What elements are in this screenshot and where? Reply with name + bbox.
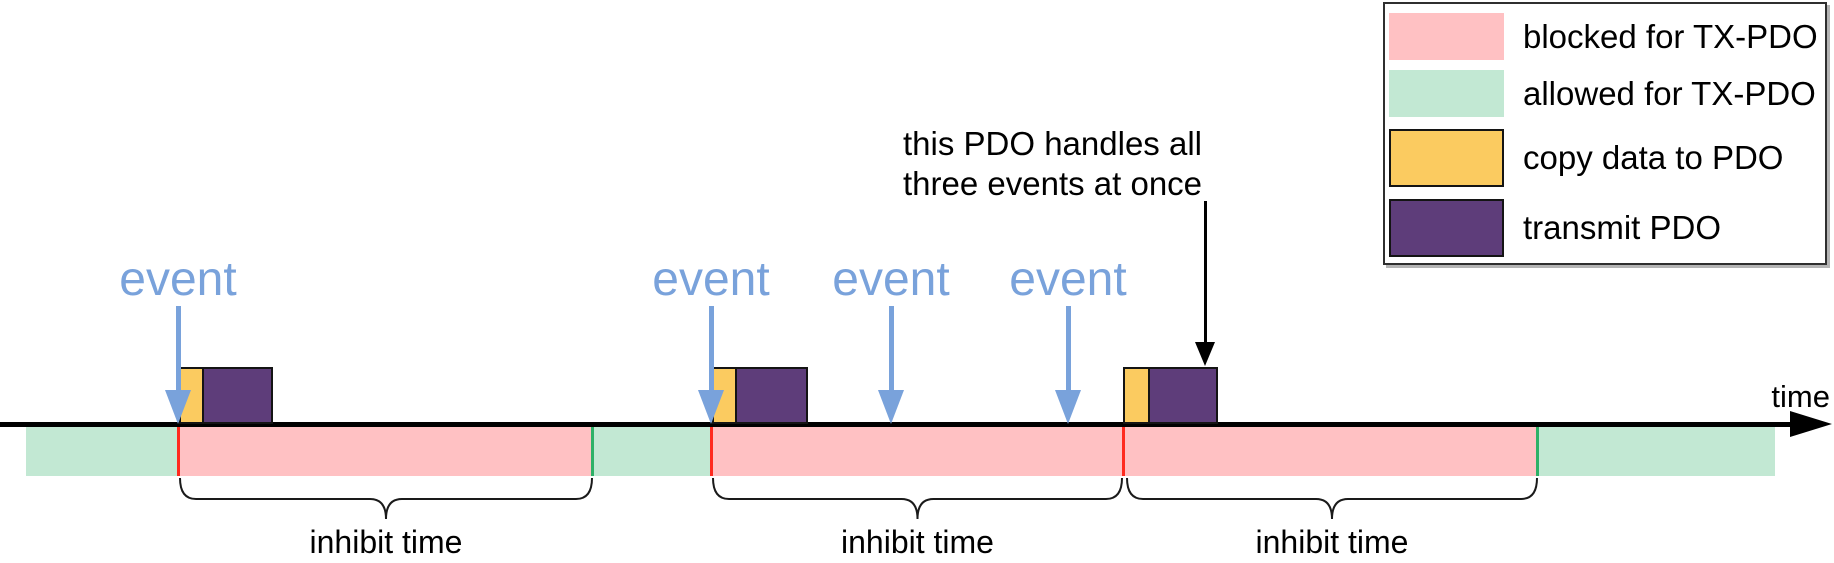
- annotation-arrow-shaft: [1204, 201, 1207, 343]
- allowed-boundary-marker: [1536, 427, 1539, 476]
- legend-swatch-transmit: [1389, 199, 1504, 257]
- band-segment-allowed: [26, 427, 178, 476]
- timeline-arrowhead-icon: [1790, 411, 1832, 437]
- band-segment-allowed: [1537, 427, 1775, 476]
- event-arrow-shaft: [1066, 306, 1071, 392]
- inhibit-time-label: inhibit time: [309, 524, 463, 560]
- time-axis-label: time: [1771, 379, 1830, 414]
- legend-swatch-copy: [1389, 129, 1504, 187]
- legend-label-allowed: allowed for TX-PDO: [1523, 74, 1816, 112]
- legend-label-blocked: blocked for TX-PDO: [1523, 17, 1818, 55]
- legend-swatch-blocked: [1389, 13, 1504, 60]
- inhibit-time-label: inhibit time: [841, 524, 994, 560]
- timeline-axis: [0, 422, 1791, 427]
- event-arrow-head-icon: [165, 390, 191, 424]
- event-label: event: [832, 253, 950, 306]
- inhibit-time-label: inhibit time: [1255, 524, 1409, 560]
- event-arrow-shaft: [176, 306, 181, 392]
- legend-label-transmit: transmit PDO: [1523, 209, 1722, 246]
- event-label: event: [119, 253, 237, 306]
- event-arrow-head-icon: [1055, 390, 1081, 424]
- event-arrow-shaft: [889, 306, 894, 392]
- inhibit-brace: [1126, 477, 1538, 520]
- event-boundary-marker: [1122, 427, 1125, 476]
- event-arrow-shaft: [709, 306, 714, 392]
- legend: blocked for TX-PDO allowed for TX-PDO co…: [1383, 2, 1827, 265]
- transmit-pdo-block: [202, 367, 273, 424]
- inhibit-brace: [712, 477, 1123, 520]
- annotation-arrow-head-icon: [1195, 342, 1215, 366]
- event-arrow-head-icon: [878, 390, 904, 424]
- transmit-pdo-block: [735, 367, 808, 424]
- event-boundary-marker: [710, 427, 713, 476]
- event-boundary-marker: [177, 427, 180, 476]
- band-segment-allowed: [592, 427, 711, 476]
- event-label: event: [652, 253, 770, 306]
- annotation-line-2: three events at once: [903, 165, 1203, 202]
- copy-data-block: [1123, 367, 1150, 424]
- allowed-boundary-marker: [591, 427, 594, 476]
- event-arrow-head-icon: [698, 390, 724, 424]
- band-segment-blocked: [178, 427, 592, 476]
- legend-label-copy: copy data to PDO: [1523, 139, 1784, 176]
- annotation-text: this PDO handles all three events at onc…: [903, 124, 1202, 204]
- event-label: event: [1009, 253, 1127, 306]
- inhibit-brace: [179, 477, 593, 520]
- transmit-pdo-block: [1148, 367, 1218, 424]
- annotation-line-1: this PDO handles all: [903, 125, 1202, 162]
- legend-swatch-allowed: [1389, 70, 1504, 117]
